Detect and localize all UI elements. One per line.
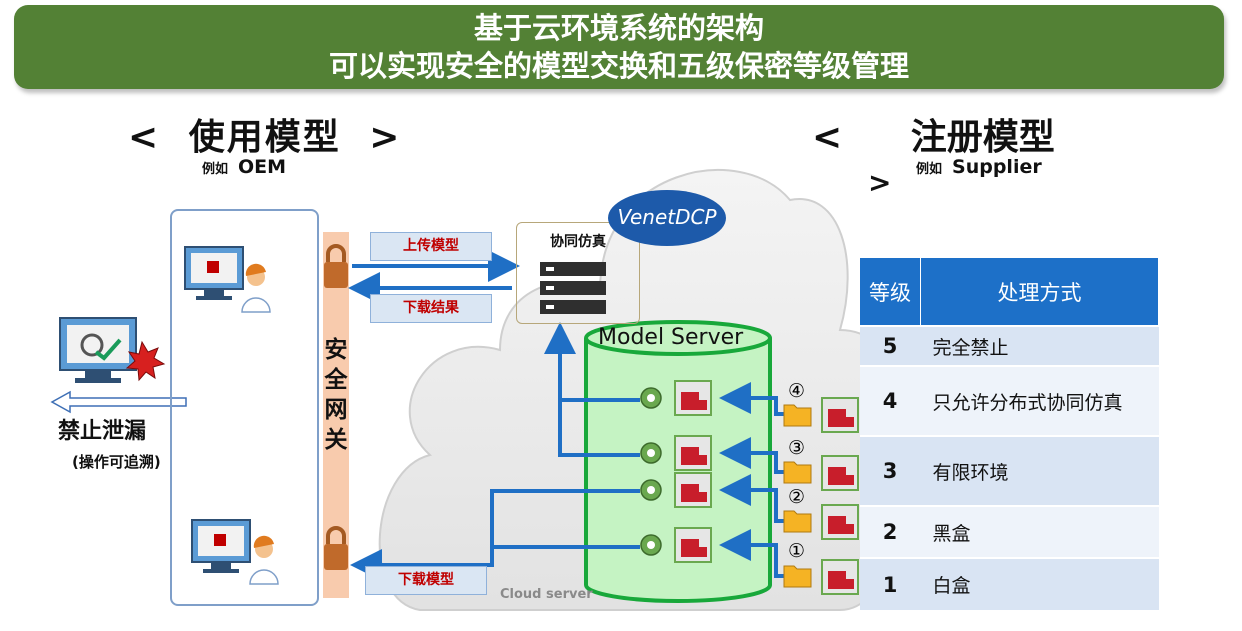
- download-result-label: 下载结果: [370, 294, 492, 323]
- marker-4: ④: [788, 380, 806, 402]
- level-cell: 3: [859, 435, 921, 506]
- download-model-label: 下载模型: [365, 566, 487, 595]
- marker-3: ③: [788, 437, 806, 459]
- supplier-model-icon: [821, 397, 859, 595]
- security-levels-table: 等级 处理方式 5 完全禁止 4 只允许分布式协同仿真 3 有限环境 2 黑盒 …: [859, 257, 1159, 610]
- padlock-icon: [324, 244, 348, 570]
- right-example-value: Supplier: [952, 156, 1042, 178]
- blocked-computer-icon: [59, 317, 166, 383]
- left-heading-open: <: [128, 117, 161, 158]
- level-cell: 4: [859, 365, 921, 436]
- banner-line-2: 可以实现安全的模型交换和五级保密等级管理: [328, 49, 909, 83]
- header-level: 等级: [859, 257, 921, 327]
- model-server-label: Model Server: [598, 325, 744, 350]
- download-model-arrow-1: [350, 489, 640, 581]
- server-to-sim-arrow-2: [558, 400, 640, 457]
- model-icon: [674, 380, 712, 563]
- left-heading: < 使用模型 >: [128, 108, 401, 160]
- table-row: 5 完全禁止: [859, 325, 1159, 366]
- method-cell: 只允许分布式协同仿真: [920, 365, 1159, 436]
- upload-model-label: 上传模型: [370, 232, 492, 261]
- leak-arrow: [50, 390, 187, 414]
- level-cell: 5: [859, 325, 921, 366]
- right-heading-close: >: [868, 166, 892, 199]
- left-example: 例如 OEM: [202, 156, 286, 178]
- computer-icon: [184, 246, 251, 573]
- left-heading-title: 使用模型: [188, 117, 341, 158]
- server-stack-icon: [540, 262, 606, 314]
- venetdcp-logo: VenetDCP: [608, 190, 726, 246]
- left-heading-close: >: [369, 117, 402, 158]
- user-icon: [241, 263, 279, 585]
- co-simulation-box: 协同仿真: [516, 222, 640, 324]
- method-cell: 黑盒: [920, 505, 1159, 558]
- left-example-value: OEM: [238, 156, 287, 178]
- left-example-prefix: 例如: [202, 162, 229, 177]
- table-row: 1 白盒: [859, 557, 1159, 610]
- user-box: [170, 209, 319, 606]
- method-cell: 白盒: [920, 557, 1159, 610]
- method-cell: 有限环境: [920, 435, 1159, 506]
- level-cell: 2: [859, 505, 921, 558]
- table-row: 3 有限环境: [859, 435, 1159, 506]
- cloud-server-label: Cloud server: [500, 587, 593, 602]
- title-banner: 基于云环境系统的架构 可以实现安全的模型交换和五级保密等级管理: [14, 5, 1224, 89]
- banner-line-1: 基于云环境系统的架构: [473, 11, 764, 45]
- marker-1: ①: [788, 540, 806, 562]
- header-method: 处理方式: [920, 257, 1159, 327]
- table-row: 2 黑盒: [859, 505, 1159, 558]
- right-example: 例如 Supplier: [916, 156, 1042, 178]
- table-header-row: 等级 处理方式: [859, 257, 1159, 327]
- method-cell: 完全禁止: [920, 325, 1159, 366]
- folder-icon: [783, 404, 812, 588]
- right-heading-title: 注册模型: [910, 117, 1055, 158]
- right-example-prefix: 例如: [916, 162, 943, 177]
- table-row: 4 只允许分布式协同仿真: [859, 365, 1159, 436]
- right-heading-open: <: [812, 117, 843, 158]
- co-simulation-title: 协同仿真: [550, 234, 606, 250]
- security-gateway-label: 安全网关: [324, 337, 348, 453]
- leak-prevention-subtitle: (操作可追溯): [72, 453, 161, 471]
- marker-2: ②: [788, 486, 806, 508]
- right-heading: < 注册模型 >: [812, 108, 1132, 201]
- level-cell: 1: [859, 557, 921, 610]
- leak-prevention-title: 禁止泄漏: [58, 419, 147, 444]
